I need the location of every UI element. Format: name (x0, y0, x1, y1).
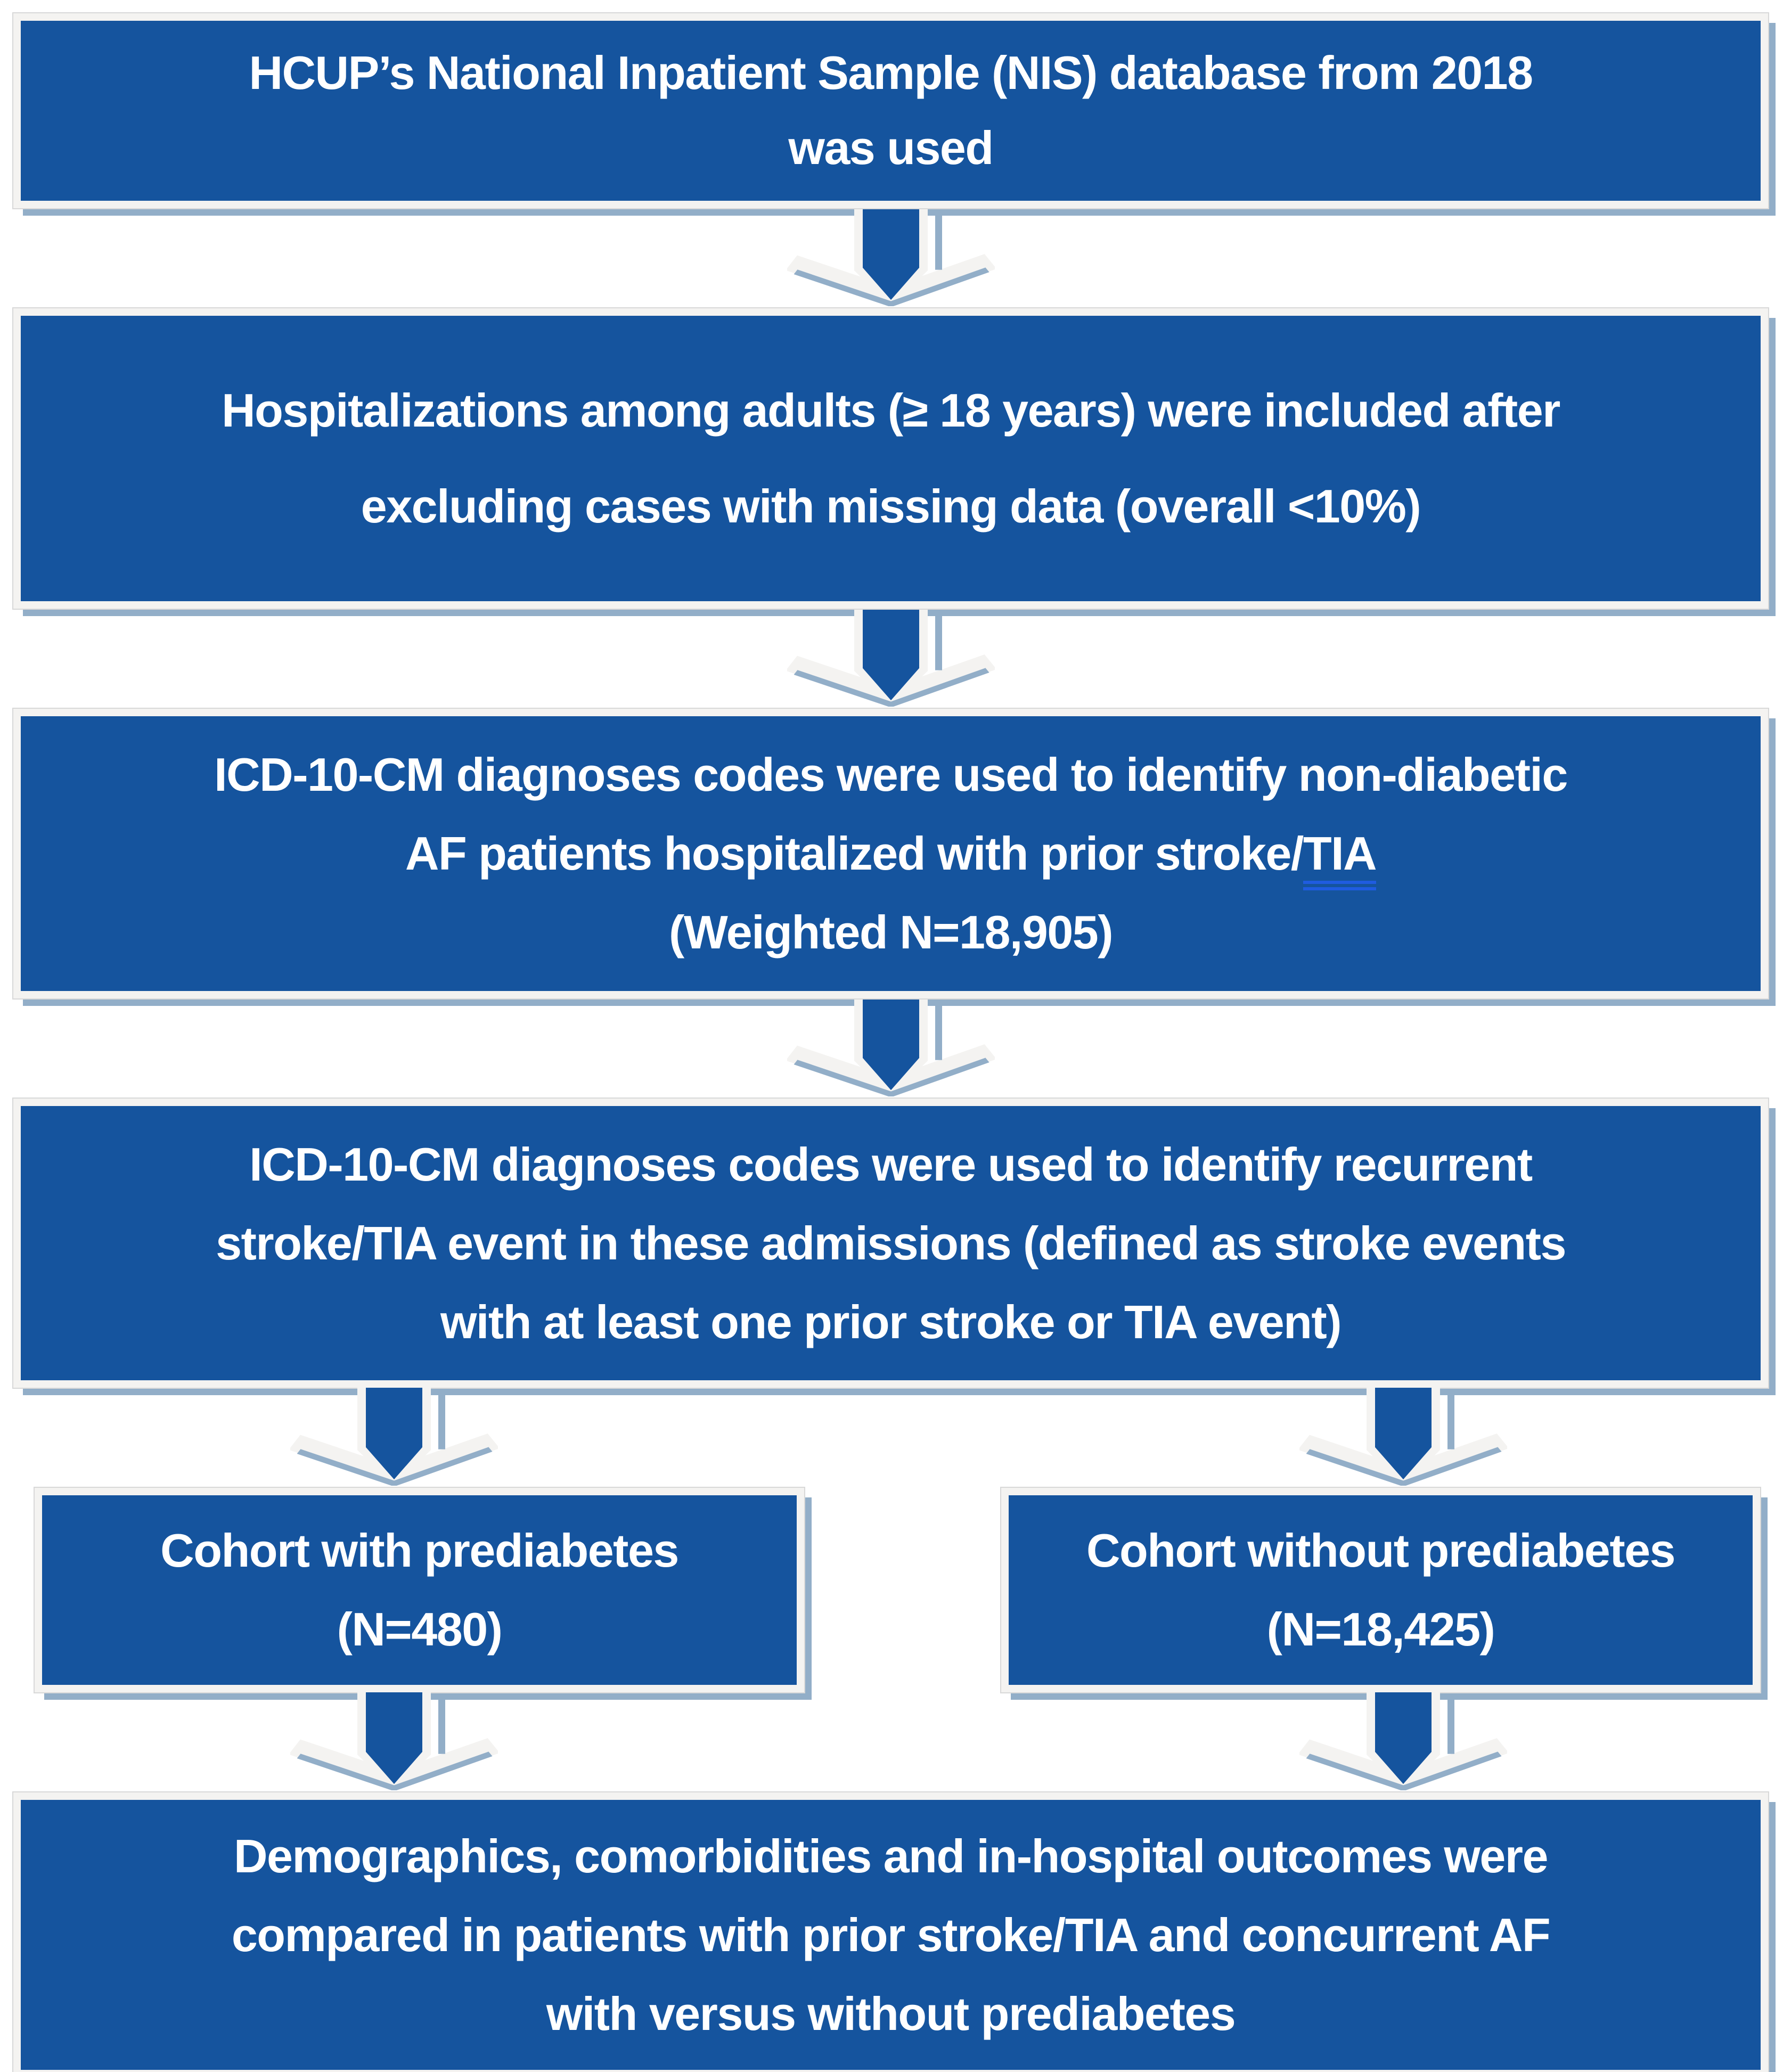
down-arrow-icon (1299, 1388, 1507, 1486)
down-arrow-icon (787, 998, 995, 1096)
connector-row-1 (13, 208, 1768, 308)
box-text: Hospitalizations among adults (≥ 18 year… (222, 383, 1560, 533)
box-line-1: ICD-10-CM diagnoses codes were used to i… (214, 748, 1568, 801)
box-text: HCUP’s National Inpatient Sample (NIS) d… (249, 46, 1533, 174)
down-arrow-icon (1299, 1692, 1507, 1790)
connector-row-2 (13, 609, 1768, 709)
flow-box-comparison: Demographics, comorbidities and in-hospi… (12, 1791, 1769, 2072)
box-text: Demographics, comorbidities and in-hospi… (231, 1830, 1551, 2040)
split-connector-row-bottom (13, 1692, 1768, 1792)
flow-box-identify-recurrent: ICD-10-CM diagnoses codes were used to i… (12, 1097, 1769, 1389)
box-line-3: (Weighted N=18,905) (668, 906, 1114, 959)
cohort-row: Cohort with prediabetes (N=480) Cohort w… (13, 1487, 1768, 1693)
down-arrow-icon (787, 609, 995, 707)
flow-box-identify-af: ICD-10-CM diagnoses codes were used to i… (12, 708, 1769, 1000)
down-arrow-icon (290, 1388, 498, 1486)
box-line-2: AF patients hospitalized with prior stro… (53, 814, 1729, 893)
flow-box-cohort-no-prediabetes: Cohort without prediabetes (N=18,425) (1000, 1487, 1761, 1693)
split-connector-row-top (13, 1388, 1768, 1488)
flow-box-nis-database: HCUP’s National Inpatient Sample (NIS) d… (12, 12, 1769, 209)
down-arrow-icon (290, 1692, 498, 1790)
box-text: ICD-10-CM diagnoses codes were used to i… (216, 1137, 1566, 1348)
connector-row-3 (13, 998, 1768, 1099)
box-line-2-text: AF patients hospitalized with prior stro… (405, 827, 1304, 880)
flow-box-hospitalizations: Hospitalizations among adults (≥ 18 year… (12, 307, 1769, 610)
box-text: Cohort without prediabetes (N=18,425) (1086, 1524, 1676, 1656)
tia-underlined-text: TIA (1303, 827, 1377, 891)
down-arrow-icon (787, 208, 995, 306)
flow-box-cohort-prediabetes: Cohort with prediabetes (N=480) (34, 1487, 805, 1693)
box-text: Cohort with prediabetes (N=480) (160, 1524, 679, 1656)
